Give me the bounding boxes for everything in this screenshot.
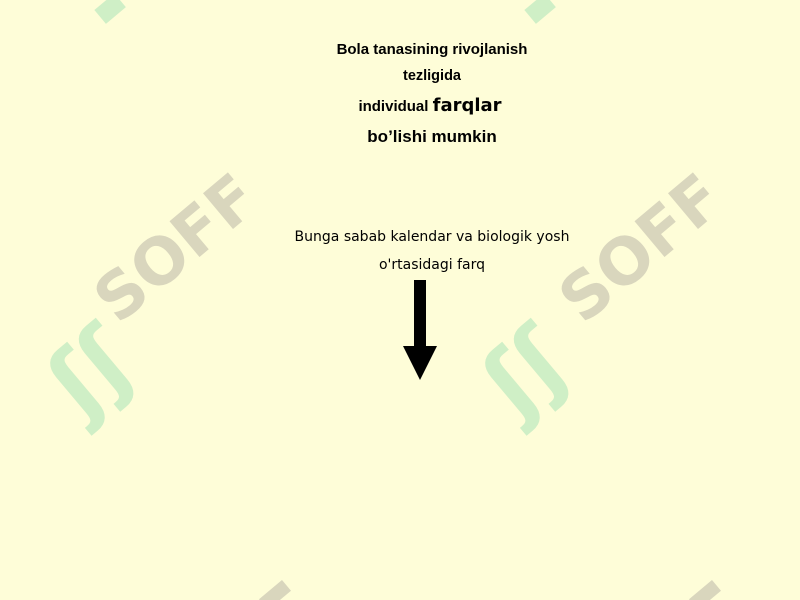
watermark-logo-right: ʃʃ <box>461 306 589 437</box>
caption-line-2: o'rtasidagi farq <box>378 257 486 273</box>
caption-line-1: Bunga sabab kalendar va biologik yosh <box>294 229 570 245</box>
watermark-fragment-top-left <box>94 0 126 24</box>
heading-line-3-prefix: individual <box>358 98 429 115</box>
watermark-text-right: SOFF <box>546 160 738 337</box>
watermark-fragment-top-right <box>524 0 556 24</box>
watermark-fragment-bottom-left <box>259 579 291 600</box>
watermark-fragment-bottom-right <box>689 579 721 600</box>
arrow-down-icon <box>403 280 437 380</box>
heading-line-4: bo’lishi mumkin <box>367 127 497 146</box>
heading-line-3-emphasis: farqlar <box>432 95 502 116</box>
heading-line-1: Bola tanasining rivojlanish <box>336 41 528 58</box>
watermark-logo-left: ʃʃ <box>26 306 154 437</box>
watermark-text-left: SOFF <box>81 160 273 337</box>
heading-line-3: individual farqlar <box>30 95 800 116</box>
heading-line-2: tezligida <box>402 68 461 84</box>
